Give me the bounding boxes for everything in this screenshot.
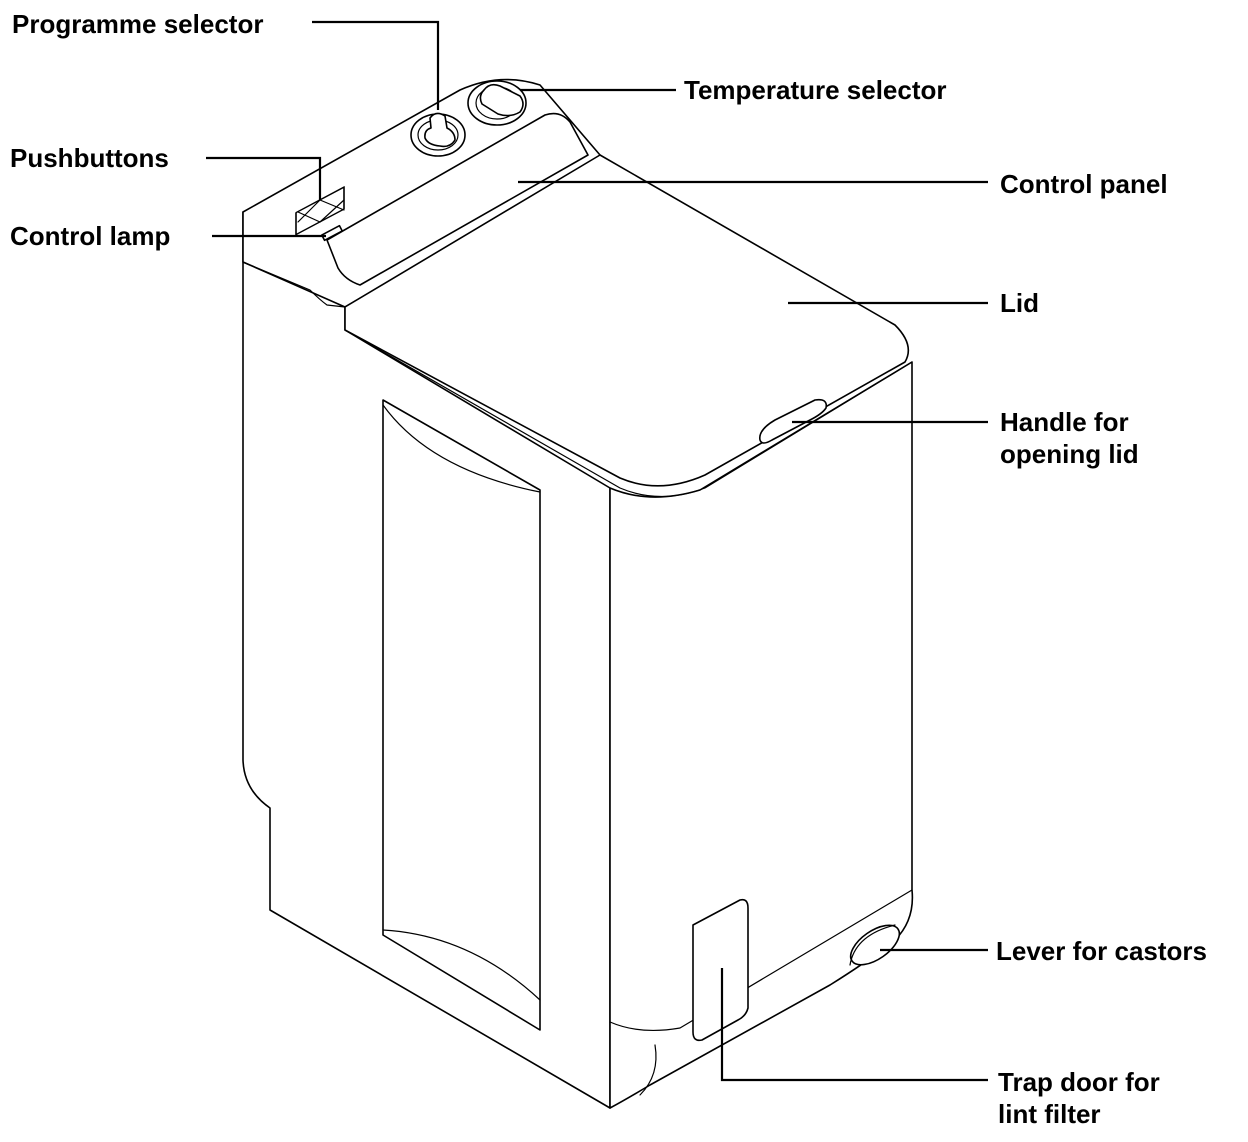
control-lamp-shape (320, 224, 344, 242)
plinth-curve-left (639, 1044, 657, 1096)
label-handle-line2: opening lid (1000, 439, 1139, 469)
label-handle-line1: Handle for (1000, 407, 1129, 437)
temperature-knob-grip (479, 83, 524, 117)
lid-surface (344, 154, 910, 487)
label-lever-castors: Lever for castors (996, 936, 1207, 966)
control-panel-face (326, 112, 589, 286)
label-trap-door: Trap door for lint filter (998, 1066, 1160, 1130)
programme-knob-grip (424, 112, 456, 148)
label-temperature-selector: Temperature selector (684, 75, 947, 105)
castor-lever-shape (849, 924, 901, 966)
label-trap-door-line1: Trap door for (998, 1067, 1160, 1097)
pushbuttons-cross (297, 199, 345, 223)
leader-programme-selector (312, 20, 440, 110)
plinth-line (609, 889, 913, 1032)
leader-trap-door (720, 968, 988, 1082)
label-control-panel: Control panel (1000, 169, 1168, 199)
trap-door-shape (692, 898, 749, 1042)
castor-lever-recess (849, 924, 896, 966)
window-top-curve (382, 404, 541, 493)
window-bottom-curve (382, 929, 541, 1001)
label-programme-selector: Programme selector (12, 9, 264, 39)
lid-edge (344, 329, 913, 498)
window-recess (382, 399, 541, 1031)
leader-pushbuttons (206, 156, 322, 200)
label-control-lamp: Control lamp (10, 221, 171, 251)
label-pushbuttons: Pushbuttons (10, 143, 169, 173)
label-handle: Handle for opening lid (1000, 406, 1139, 470)
label-lid: Lid (1000, 288, 1039, 318)
top-edge-line (242, 261, 346, 308)
label-trap-door-line2: lint filter (998, 1099, 1101, 1129)
